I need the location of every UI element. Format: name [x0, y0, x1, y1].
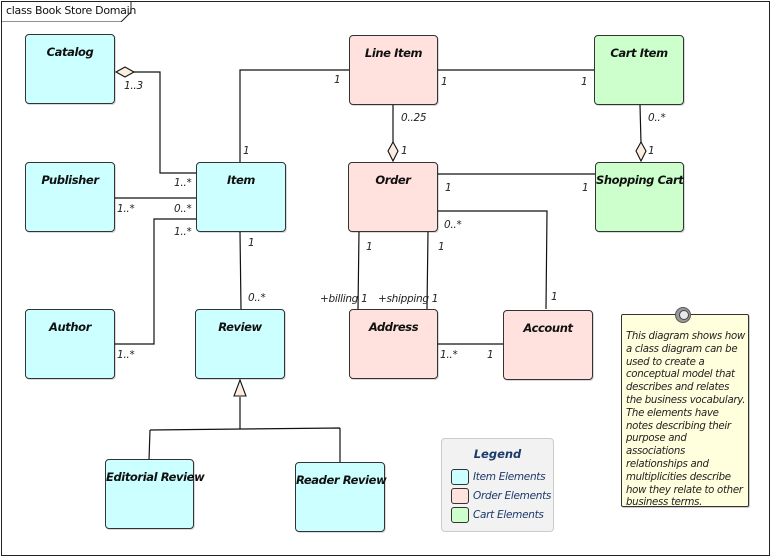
aggregation-diamond-catalog [114, 66, 136, 78]
class-order[interactable]: Order [348, 162, 438, 232]
class-name: Author [49, 320, 91, 334]
class-name: Cart Item [610, 46, 668, 60]
legend-swatch-cart [451, 507, 469, 523]
connector-author-item [114, 218, 197, 345]
class-name: Order [375, 173, 411, 187]
mult-account-address: 1 [487, 349, 494, 361]
aggregation-diamond-cart [635, 140, 647, 163]
class-catalog[interactable]: Catalog [25, 34, 115, 104]
class-address[interactable]: Address [349, 309, 438, 379]
class-shopping-cart[interactable]: Shopping Cart [595, 162, 684, 232]
class-cart-item[interactable]: Cart Item [594, 35, 684, 105]
mult-cartitem-lineitem: 1 [581, 76, 588, 88]
mult-order-lineitem: 1 [401, 145, 408, 157]
mult-shipping-address: +shipping 1 [378, 293, 439, 305]
class-review[interactable]: Review [195, 309, 285, 379]
legend-label: Item Elements [473, 471, 546, 483]
class-name: Line Item [364, 46, 423, 60]
note-text: This diagram shows how a class diagram c… [626, 331, 746, 509]
class-author[interactable]: Author [25, 309, 115, 379]
mult-lineitem-item: 1 [334, 74, 341, 86]
class-name: Publisher [41, 173, 99, 187]
mult-item-publisher: 0..* [174, 203, 192, 215]
legend-swatch-item [451, 469, 469, 485]
aggregation-diamond-order [387, 140, 399, 163]
mult-order-billing: 1 [366, 241, 373, 253]
mult-lineitem-order: 0..25 [401, 112, 427, 124]
mult-item-author: 1..* [174, 226, 192, 238]
connector-review-generalization [148, 397, 341, 462]
mult-cart-order: 1 [582, 182, 589, 194]
legend: Legend Item Elements Order Elements Cart… [441, 438, 554, 532]
legend-swatch-order [451, 488, 469, 504]
diagram-note[interactable]: This diagram shows how a class diagram c… [621, 314, 749, 509]
connector-order-account [437, 210, 548, 310]
class-name: Address [368, 320, 419, 334]
mult-order-account: 0..* [444, 219, 462, 231]
class-name: Account [523, 321, 573, 335]
class-item[interactable]: Item [196, 162, 286, 232]
frame-tab [1, 1, 132, 22]
legend-label: Cart Elements [473, 509, 544, 521]
mult-cart-cartitem: 1 [648, 145, 655, 157]
mult-address-account: 1..* [440, 349, 458, 361]
class-publisher[interactable]: Publisher [25, 162, 115, 232]
connector-cartitem-cart [639, 104, 642, 144]
mult-item-lineitem: 1 [243, 145, 250, 157]
mult-item-review: 1 [248, 237, 255, 249]
generalization-arrow [233, 378, 247, 397]
connector-order-shipping [426, 231, 429, 310]
class-name: Reader Review [296, 473, 387, 487]
mult-catalog: 1..3 [124, 80, 143, 92]
connector-item-review [239, 231, 242, 310]
mult-review-item: 0..* [248, 292, 266, 304]
mult-author: 1..* [117, 349, 135, 361]
class-line-item[interactable]: Line Item [349, 35, 438, 105]
connector-order-billing [357, 231, 360, 310]
mult-order-cart: 1 [445, 182, 452, 194]
class-name: Editorial Review [106, 470, 205, 484]
mult-account-order: 1 [551, 291, 558, 303]
class-editorial-review[interactable]: Editorial Review [105, 459, 205, 529]
class-name: Review [218, 320, 262, 334]
pin-icon [675, 307, 691, 323]
mult-billing-address: +billing 1 [320, 293, 368, 305]
class-name: Catalog [46, 45, 94, 59]
legend-label: Order Elements [473, 490, 552, 502]
class-reader-review[interactable]: Reader Review [295, 462, 387, 532]
mult-lineitem-cartitem: 1 [441, 76, 448, 88]
mult-cartitem-cart: 0..* [648, 112, 666, 124]
connector-catalog-item [128, 71, 197, 174]
mult-item-catalog: 1..* [174, 177, 192, 189]
class-account[interactable]: Account [503, 310, 593, 380]
frame-title: class Book Store Domain [6, 4, 137, 17]
class-name: Item [227, 173, 255, 187]
class-name: Shopping Cart [596, 173, 684, 187]
mult-publisher: 1..* [117, 203, 135, 215]
legend-title: Legend [473, 447, 522, 461]
connector-item-lineitem [239, 69, 349, 162]
mult-order-shipping: 1 [438, 241, 445, 253]
